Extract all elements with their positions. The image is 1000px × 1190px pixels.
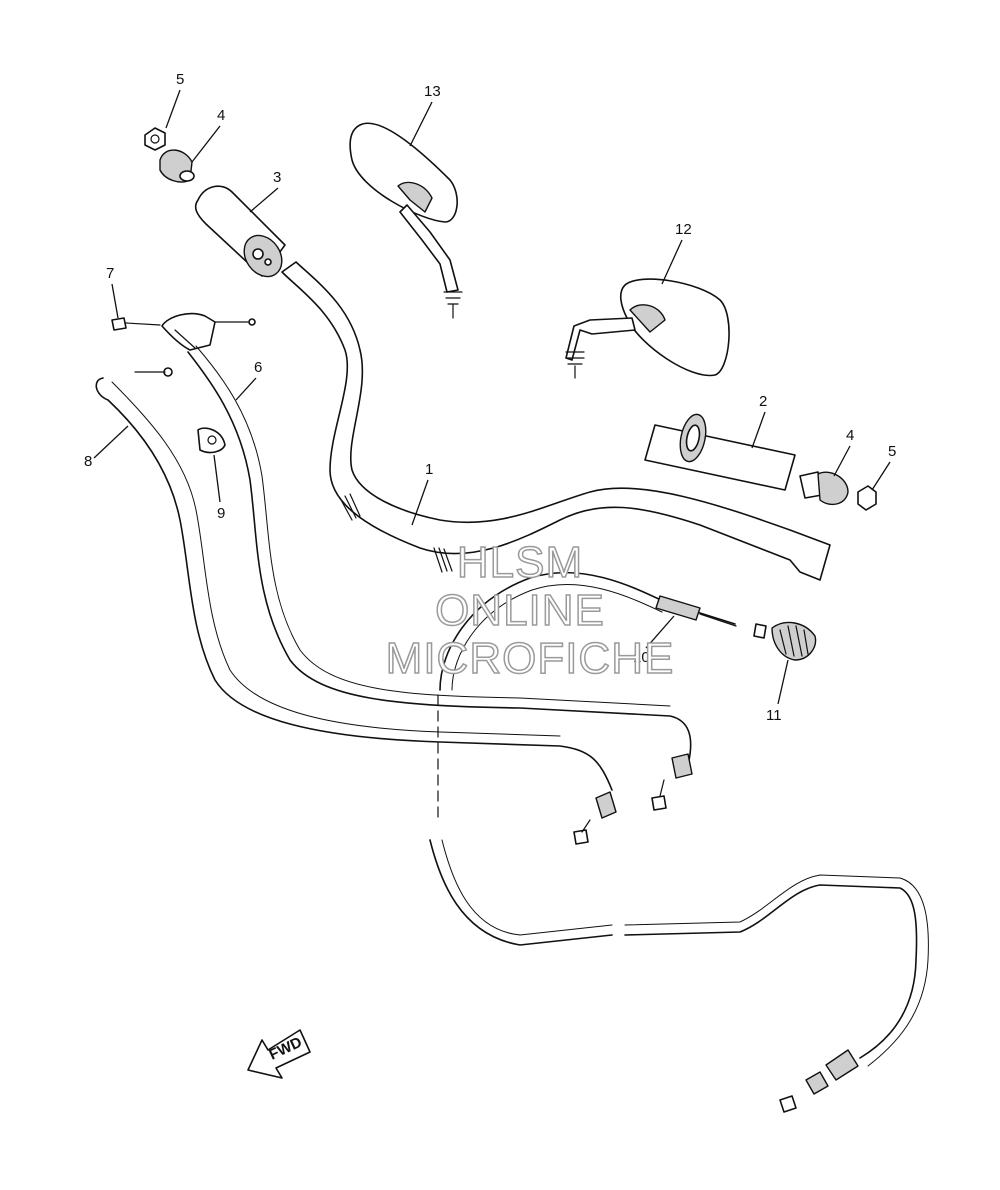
callout-10: 10 (633, 615, 675, 666)
watermark-line-2: ONLINE (434, 585, 605, 636)
callout-13: 13 (409, 83, 441, 147)
mirror-right[interactable] (565, 278, 730, 379)
nut-right[interactable] (857, 485, 877, 511)
svg-text:2: 2 (759, 393, 767, 410)
svg-text:4: 4 (217, 107, 225, 124)
nut-left[interactable] (144, 127, 166, 151)
throttle-housing[interactable] (161, 312, 216, 351)
callout-4-left: 4 (191, 107, 225, 163)
svg-text:1: 1 (425, 461, 433, 478)
callout-3: 3 (249, 169, 281, 213)
callout-9: 9 (213, 454, 225, 522)
throttle-cable-8-inner (111, 381, 561, 737)
svg-text:6: 6 (254, 359, 262, 376)
callout-8: 8 (84, 425, 129, 470)
callout-6: 6 (235, 359, 262, 401)
throttle-cable-6-inner (195, 345, 671, 707)
svg-text:13: 13 (424, 83, 441, 100)
right-grip[interactable] (644, 412, 796, 491)
cable-end-6[interactable] (651, 753, 693, 811)
callout-5-right: 5 (871, 443, 896, 491)
callout-7: 7 (106, 265, 119, 319)
svg-text:7: 7 (106, 265, 114, 282)
svg-text:11: 11 (766, 707, 782, 724)
forward-arrow: FWD (247, 1029, 311, 1079)
callout-2: 2 (751, 393, 767, 449)
clutch-cable[interactable] (429, 571, 929, 1067)
svg-text:12: 12 (675, 221, 692, 238)
callout-11: 11 (766, 659, 789, 724)
cable-end-8[interactable] (573, 791, 617, 845)
watermark-line-1: HLSM (456, 537, 584, 588)
callout-12: 12 (661, 221, 692, 285)
left-grip[interactable] (194, 185, 290, 284)
svg-text:5: 5 (176, 71, 184, 88)
mirror-left[interactable] (349, 122, 463, 319)
svg-text:5: 5 (888, 443, 896, 460)
callout-5-left: 5 (165, 71, 184, 129)
watermark-line-3: MICROFICHE (385, 633, 675, 684)
screw[interactable] (111, 317, 161, 331)
svg-text:10: 10 (633, 649, 650, 666)
svg-text:9: 9 (217, 505, 225, 522)
svg-text:4: 4 (846, 427, 854, 444)
clutch-adjuster[interactable] (655, 595, 767, 639)
grip-end-right[interactable] (799, 471, 849, 506)
handlebar[interactable] (281, 261, 831, 581)
screw-right-tip (248, 318, 256, 326)
throttle-cable-6[interactable] (187, 351, 692, 766)
cable-boot[interactable] (771, 621, 817, 661)
throttle-cable-8[interactable] (95, 377, 613, 791)
callout-1: 1 (411, 461, 433, 526)
clutch-cable-end[interactable] (779, 1049, 859, 1113)
svg-text:3: 3 (273, 169, 281, 186)
cable-clamp[interactable] (197, 427, 226, 454)
grip-end-left[interactable] (159, 149, 195, 183)
callout-4-right: 4 (833, 427, 854, 477)
svg-text:8: 8 (84, 453, 92, 470)
